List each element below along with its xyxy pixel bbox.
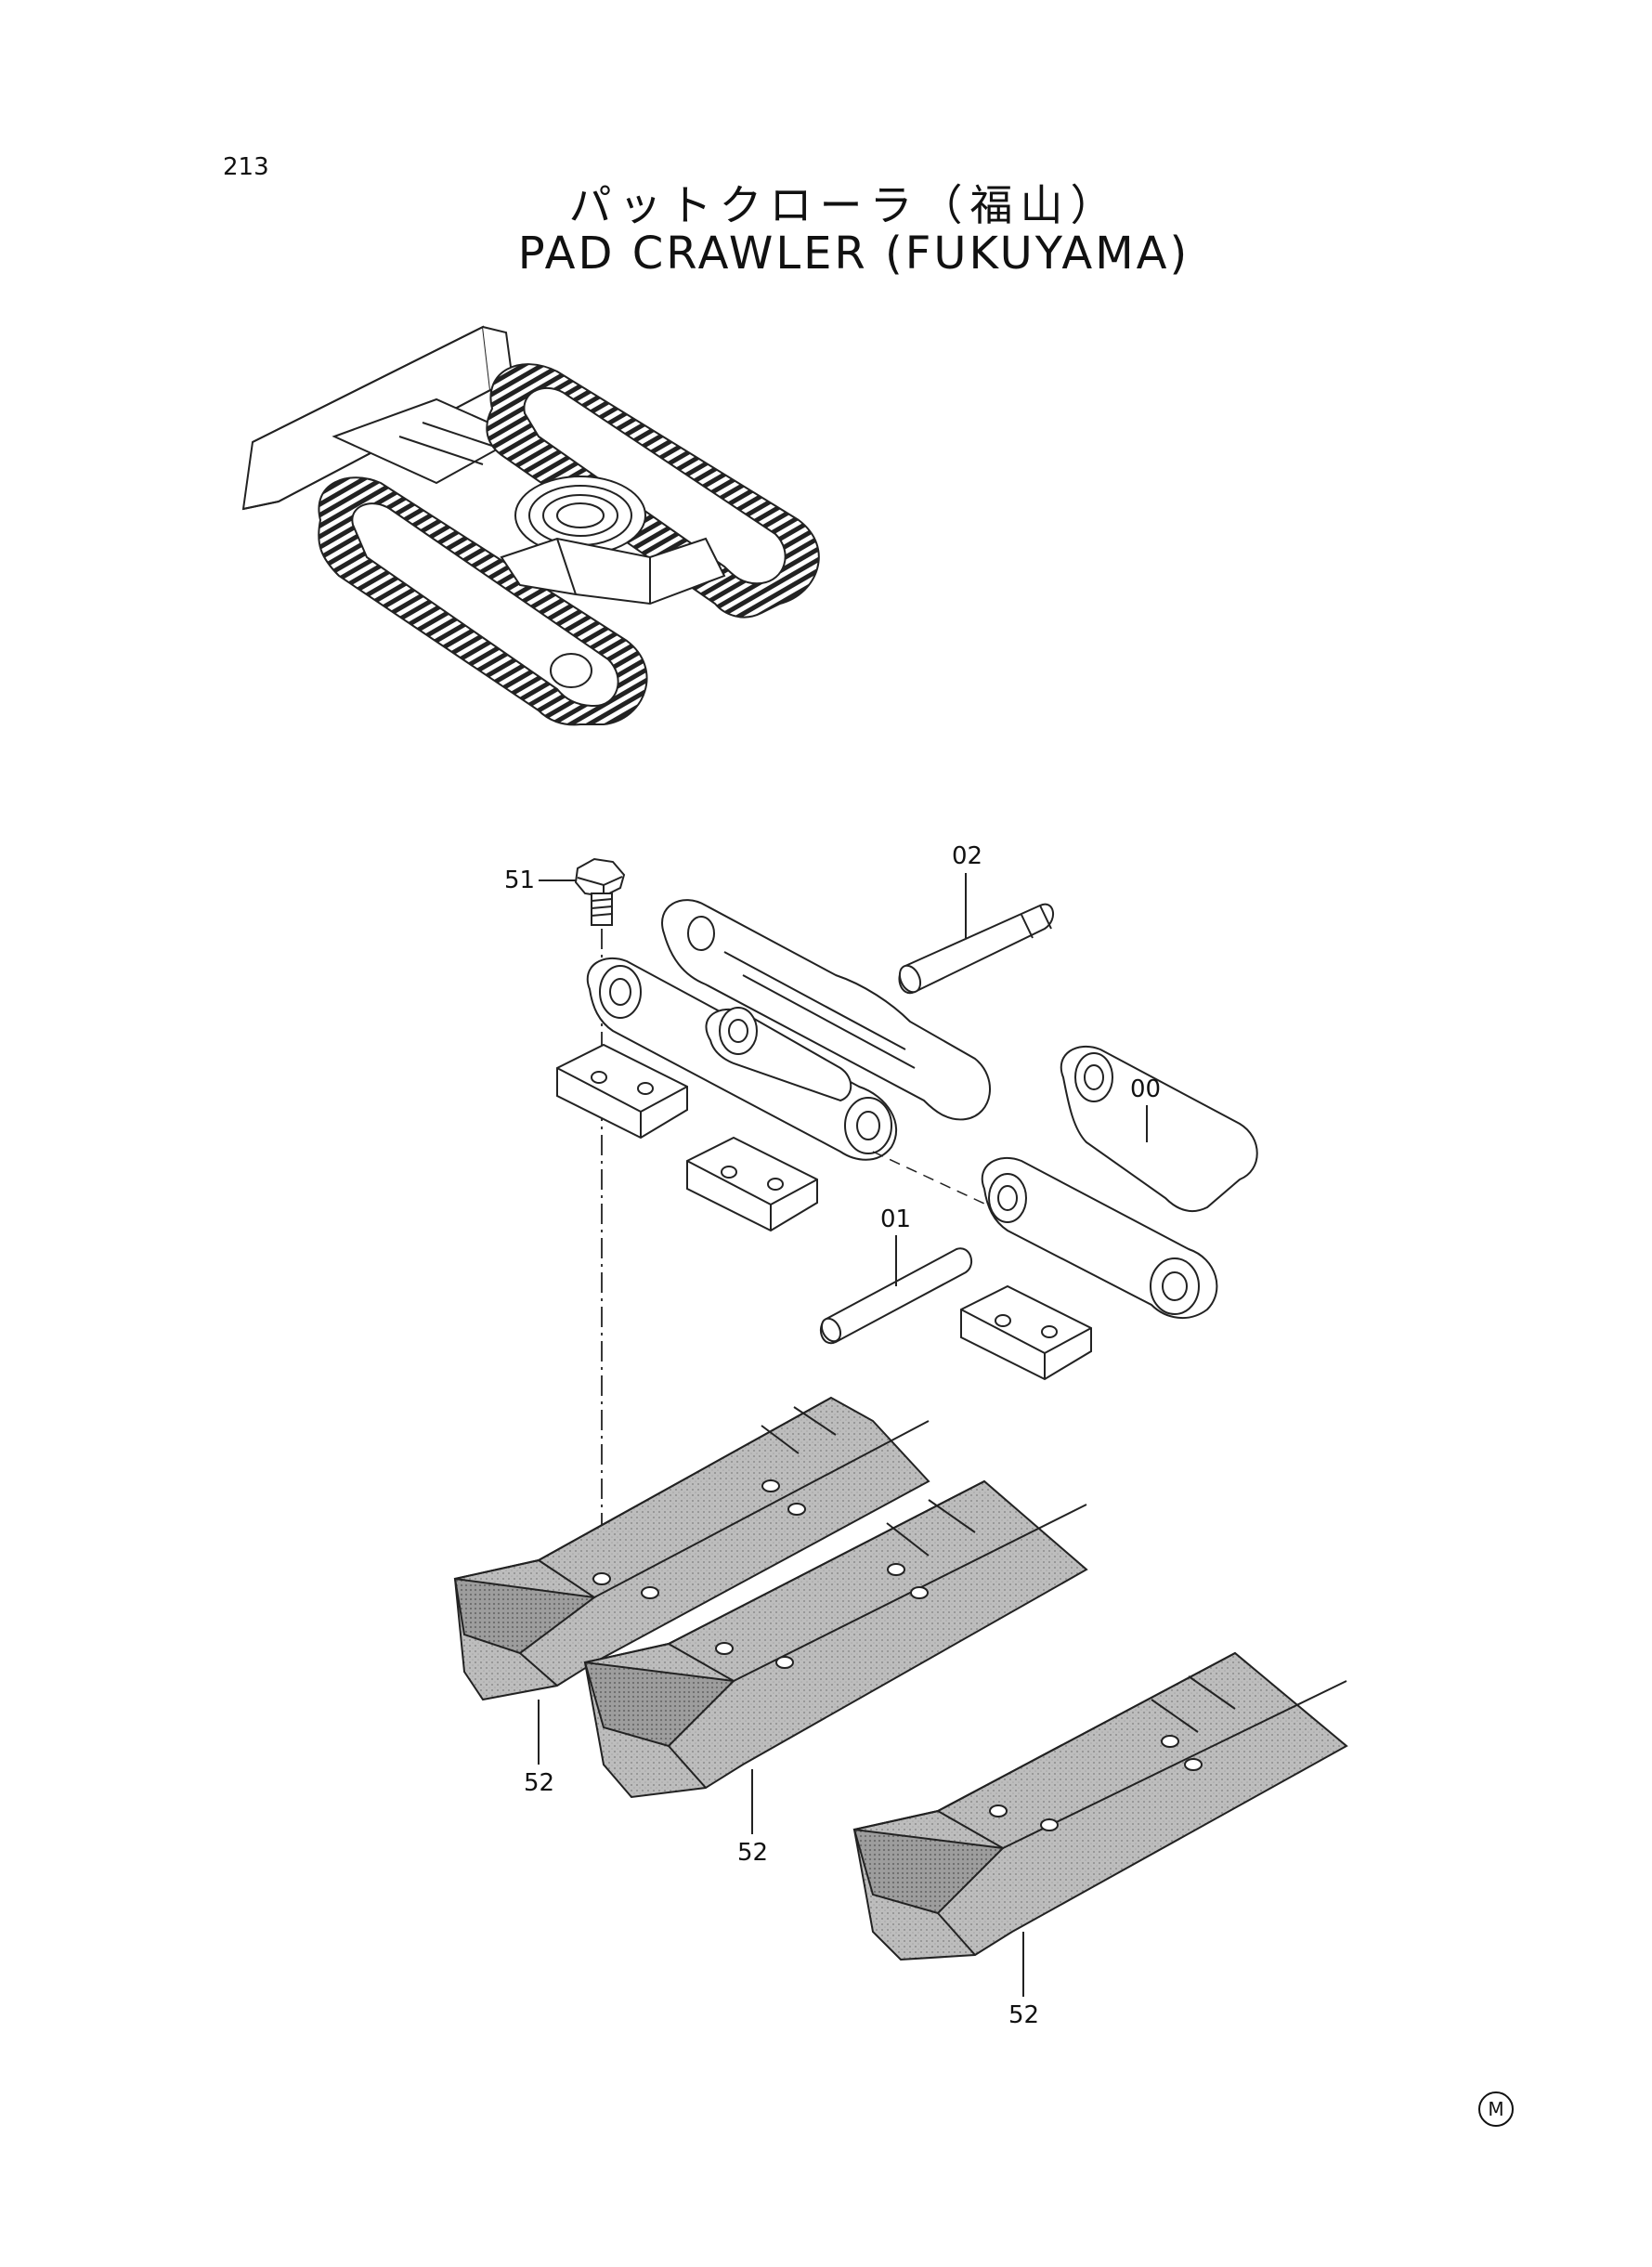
callout-52-a: 52 [524, 1769, 555, 1797]
callout-02: 02 [952, 842, 983, 870]
callout-52-c: 52 [1008, 2001, 1040, 2029]
callout-52-b: 52 [737, 1839, 769, 1867]
page-number: 213 [223, 153, 269, 181]
page-title-english: PAD CRAWLER (FUKUYAMA) [517, 228, 1190, 280]
callout-51: 51 [504, 866, 536, 894]
shoe-pad-a [453, 1396, 930, 1701]
lower-link-assembly [960, 1045, 1258, 1381]
master-pin-part [898, 903, 1054, 995]
bolt-part [574, 857, 626, 926]
manufacturer-mark: M [1478, 2091, 1514, 2127]
shoe-pad-c [852, 1651, 1348, 1961]
pin-part [819, 1247, 973, 1345]
link-gap-line [872, 1151, 1013, 1218]
callout-00: 00 [1130, 1075, 1162, 1103]
page-title-japanese: パットクローラ（福山） [568, 180, 1121, 230]
shoe-pad-b [583, 1479, 1088, 1799]
upper-link-assembly [556, 899, 991, 1232]
callout-01: 01 [880, 1205, 912, 1233]
undercarriage-overview-illustration [241, 325, 820, 726]
